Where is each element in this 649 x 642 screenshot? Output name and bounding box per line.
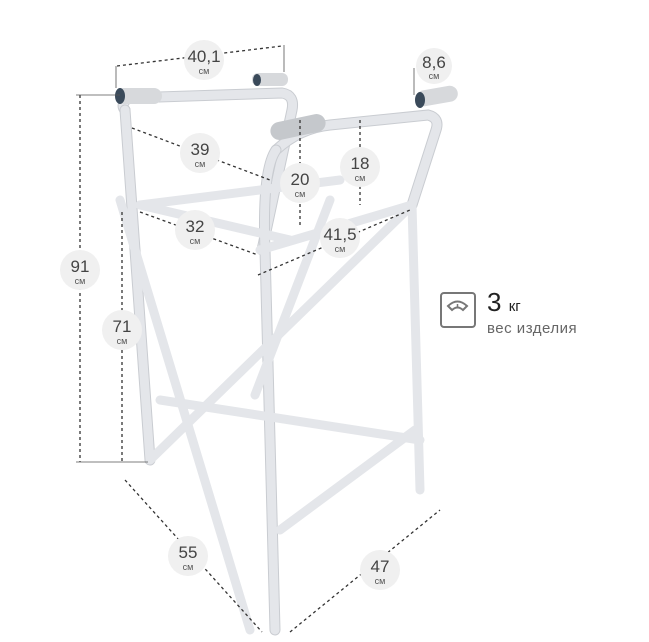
svg-text:20: 20 <box>291 170 310 189</box>
label-handle-diameter: 8,6 см <box>416 48 452 84</box>
svg-text:см: см <box>195 159 206 169</box>
label-tray-height: 71 см <box>102 310 142 350</box>
label-inner-length: 41,5 см <box>320 218 360 258</box>
svg-text:см: см <box>190 236 201 246</box>
stand-frame <box>115 73 458 636</box>
label-base-length: 55 см <box>168 536 208 576</box>
svg-text:41,5: 41,5 <box>323 225 356 244</box>
svg-text:см: см <box>429 71 440 81</box>
label-total-height: 91 см <box>60 250 100 290</box>
weight-value: 3 <box>487 287 502 317</box>
svg-text:18: 18 <box>351 154 370 173</box>
label-inner-height: 20 см <box>280 163 320 203</box>
svg-text:40,1: 40,1 <box>187 47 220 66</box>
scale-icon <box>440 292 476 328</box>
label-top-width: 40,1 см <box>184 40 224 80</box>
svg-text:32: 32 <box>186 217 205 236</box>
label-base-width: 47 см <box>360 550 400 590</box>
svg-text:55: 55 <box>179 543 198 562</box>
svg-text:см: см <box>295 189 306 199</box>
label-diag-top: 39 см <box>180 133 220 173</box>
svg-text:см: см <box>199 66 210 76</box>
svg-text:см: см <box>183 562 194 572</box>
svg-text:см: см <box>75 276 86 286</box>
svg-text:8,6: 8,6 <box>422 53 446 72</box>
svg-text:39: 39 <box>191 140 210 159</box>
svg-text:см: см <box>335 244 346 254</box>
label-inner-width: 32 см <box>175 210 215 250</box>
weight-unit: кг <box>508 298 521 315</box>
svg-text:71: 71 <box>113 317 132 336</box>
svg-text:см: см <box>375 576 386 586</box>
svg-text:см: см <box>355 173 366 183</box>
svg-text:91: 91 <box>71 257 90 276</box>
label-side-height: 18 см <box>340 147 380 187</box>
svg-text:47: 47 <box>371 557 390 576</box>
svg-text:см: см <box>117 336 128 346</box>
weight-caption: вес изделия <box>487 320 578 337</box>
